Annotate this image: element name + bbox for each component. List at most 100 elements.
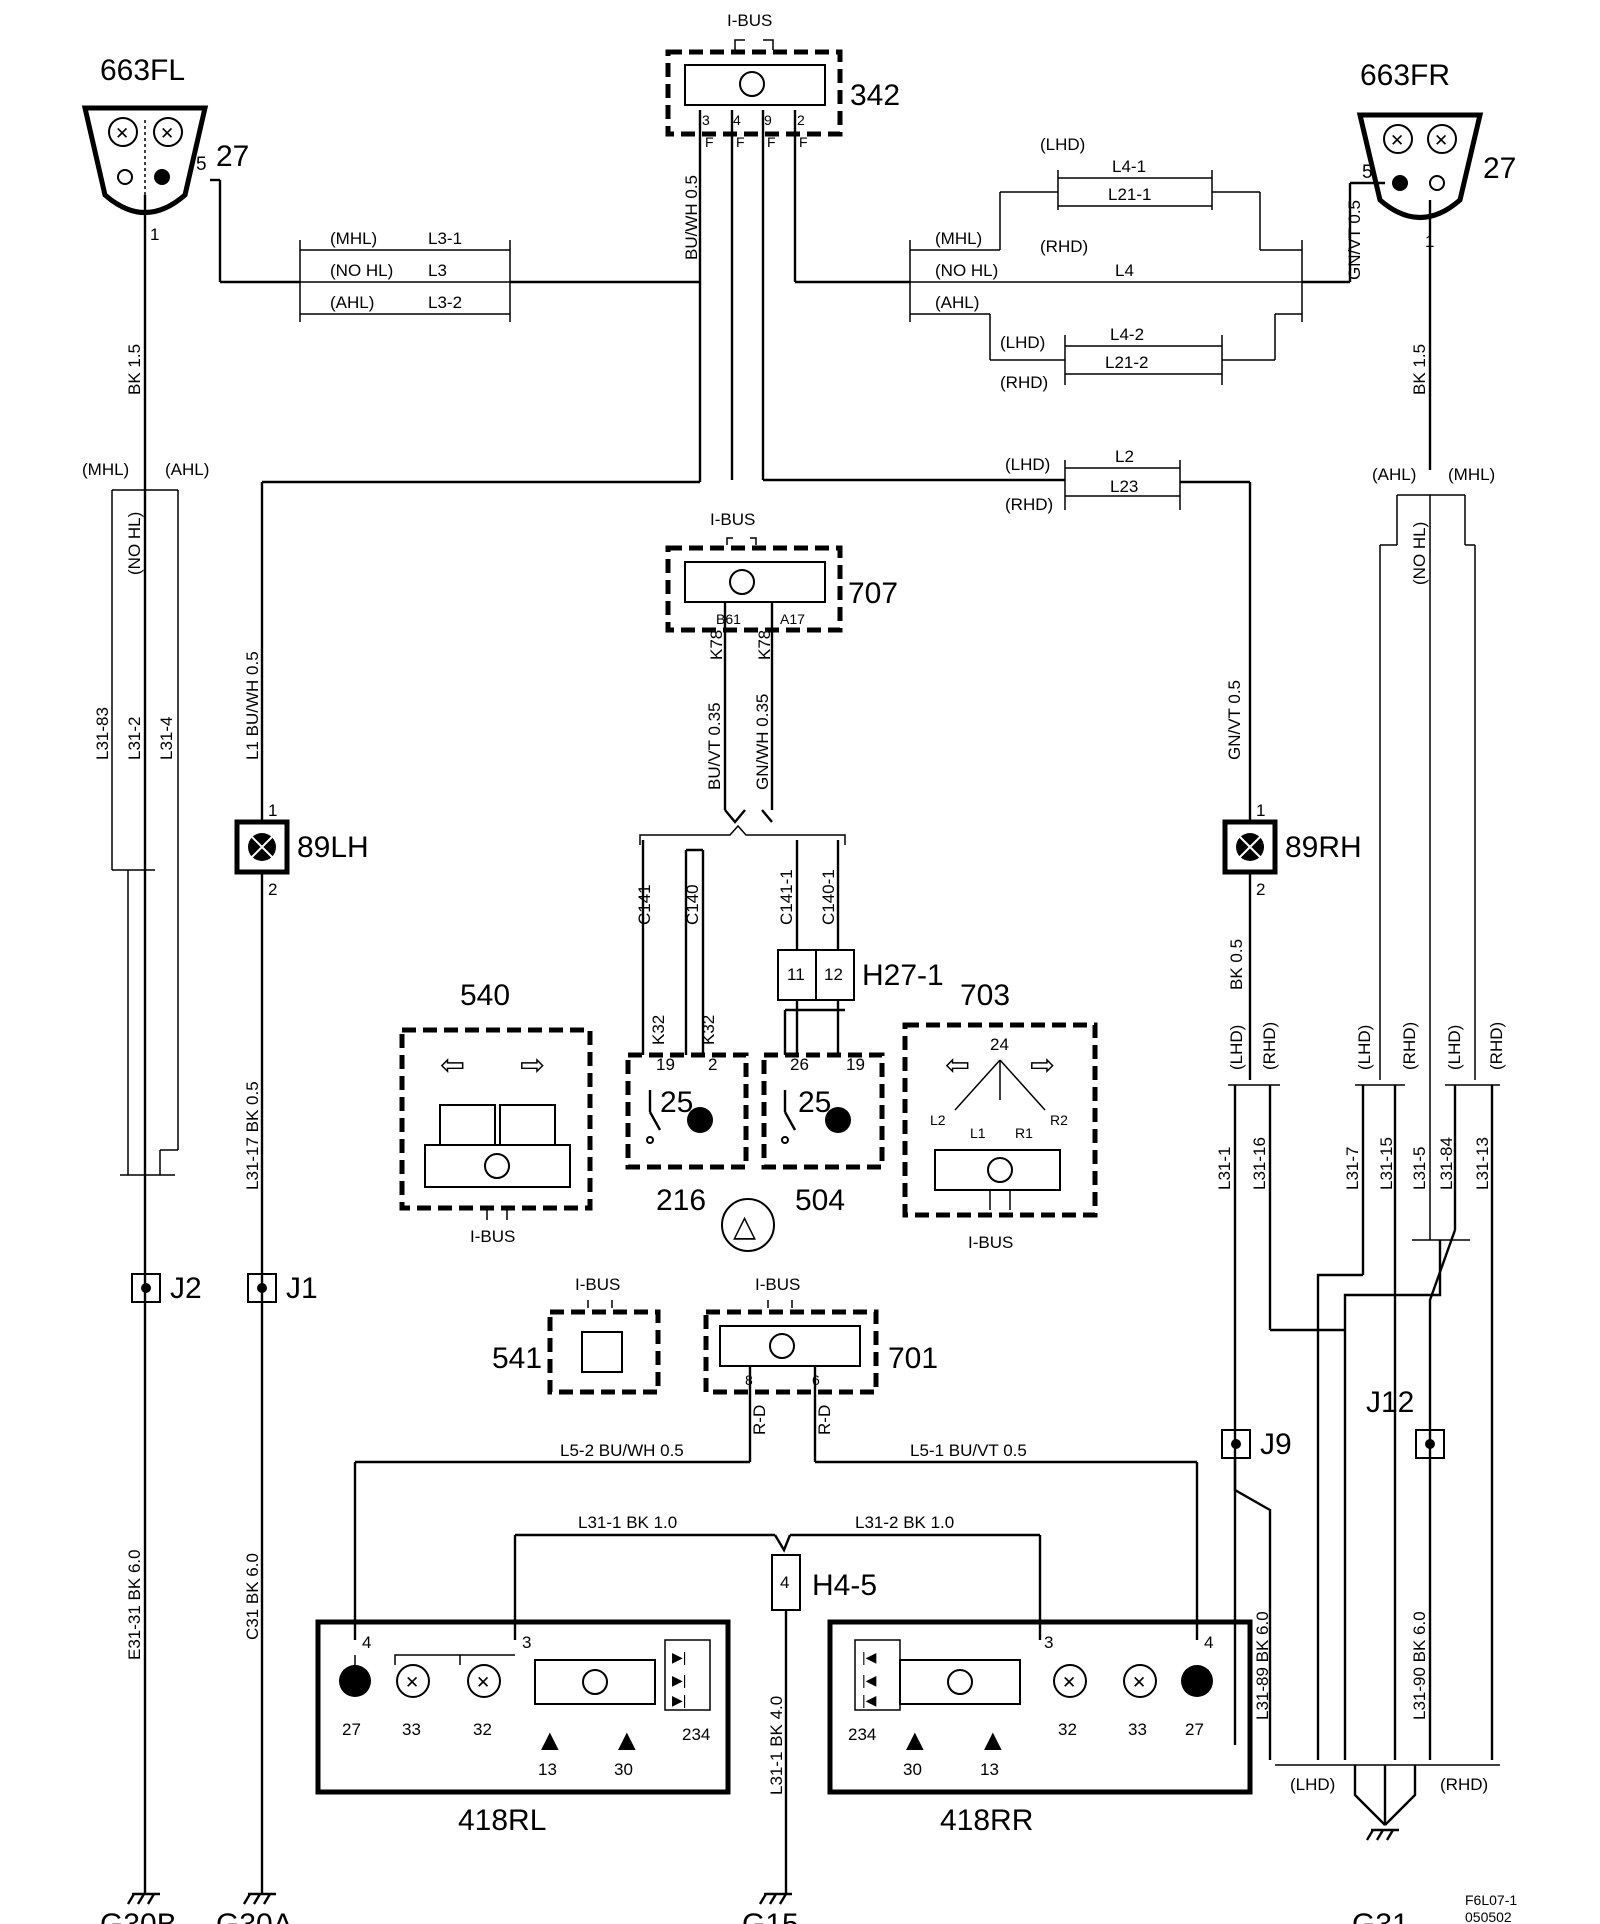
svg-text:(AHL): (AHL)	[330, 293, 374, 312]
label-663fr: 663FR	[1360, 59, 1450, 92]
svg-text:✕: ✕	[1390, 131, 1404, 150]
svg-text:G30A: G30A	[216, 1908, 293, 1924]
svg-text:L3-1: L3-1	[428, 229, 462, 248]
svg-text:(NO HL): (NO HL)	[125, 512, 144, 575]
lamp-418rl: 4 3 ✕ ✕ ▶| ▶| ▶| ▲ ▲ 27 33 32 234 13 30 …	[315, 1619, 731, 1837]
svg-text:24: 24	[990, 1035, 1009, 1054]
module-540: 540 ⇦ ⇨ I-BUS	[399, 979, 593, 1246]
svg-text:418RL: 418RL	[458, 1804, 546, 1837]
svg-text:(AHL): (AHL)	[935, 293, 979, 312]
svg-text:33: 33	[1128, 1720, 1147, 1739]
svg-text:33: 33	[402, 1720, 421, 1739]
svg-text:(RHD): (RHD)	[1440, 1775, 1488, 1794]
svg-text:H27-1: H27-1	[862, 959, 944, 992]
svg-text:BU/VT 0.35: BU/VT 0.35	[705, 702, 724, 790]
svg-text:703: 703	[960, 979, 1010, 1012]
svg-text:25: 25	[660, 1086, 693, 1119]
label-663fl: 663FL	[100, 54, 185, 87]
switch-216: 19 2 K32 K32 25 216	[625, 1015, 749, 1217]
svg-text:C31 BK 6.0: C31 BK 6.0	[243, 1553, 262, 1640]
module-541: I-BUS 541	[492, 1275, 661, 1395]
svg-text:L31-1 BK 4.0: L31-1 BK 4.0	[767, 1696, 786, 1795]
svg-text:L31-13: L31-13	[1473, 1137, 1492, 1190]
svg-text:I-BUS: I-BUS	[968, 1233, 1013, 1252]
svg-text:(MHL): (MHL)	[1448, 465, 1495, 484]
svg-text:▶|: ▶|	[672, 1692, 686, 1708]
ground-g30b: G30B	[100, 1892, 177, 1924]
svg-text:(LHD): (LHD)	[1290, 1775, 1335, 1794]
svg-text:⇨: ⇨	[520, 1049, 545, 1082]
svg-text:K32: K32	[699, 1015, 718, 1045]
svg-text:27: 27	[1483, 152, 1516, 185]
svg-text:H4-5: H4-5	[812, 1569, 877, 1602]
junction-j1: J1	[247, 1272, 318, 1305]
svg-text:1: 1	[1256, 801, 1265, 820]
svg-text:32: 32	[1058, 1720, 1077, 1739]
svg-text:⇨: ⇨	[1030, 1049, 1055, 1082]
svg-text:27: 27	[342, 1720, 361, 1739]
svg-text:L31-7: L31-7	[1343, 1147, 1362, 1190]
svg-text:(LHD): (LHD)	[1355, 1025, 1374, 1070]
svg-text:C140-1: C140-1	[819, 869, 838, 925]
svg-text:5: 5	[1362, 162, 1373, 183]
svg-text:L31-2 BK 1.0: L31-2 BK 1.0	[855, 1513, 954, 1532]
svg-text:13: 13	[980, 1760, 999, 1779]
svg-text:2: 2	[797, 112, 805, 128]
svg-text:L4: L4	[1115, 261, 1134, 280]
svg-text:C141-1: C141-1	[777, 869, 796, 925]
svg-text:89RH: 89RH	[1285, 831, 1362, 864]
svg-text:701: 701	[888, 1342, 938, 1375]
svg-text:L4-2: L4-2	[1110, 325, 1144, 344]
junction-j12: J12	[1366, 1386, 1445, 1459]
svg-text:L31-90 BK 6.0: L31-90 BK 6.0	[1410, 1611, 1429, 1720]
svg-text:I-BUS: I-BUS	[755, 1275, 800, 1294]
ground-g30a: G30A	[216, 1892, 293, 1924]
svg-text:3: 3	[1044, 1633, 1053, 1652]
svg-text:L31-84: L31-84	[1437, 1137, 1456, 1190]
svg-text:9: 9	[764, 112, 772, 128]
svg-text:541: 541	[492, 1342, 542, 1375]
svg-text:F: F	[799, 134, 808, 150]
svg-text:(RHD): (RHD)	[1400, 1022, 1419, 1070]
svg-text:27: 27	[1185, 1720, 1204, 1739]
svg-text:342: 342	[850, 79, 900, 112]
svg-text:⇦: ⇦	[945, 1049, 970, 1082]
svg-text:K32: K32	[649, 1015, 668, 1045]
svg-text:L1: L1	[970, 1125, 986, 1141]
switch-504: 26 19 25 504	[761, 1052, 885, 1217]
svg-text:R-D: R-D	[750, 1405, 769, 1435]
svg-text:J12: J12	[1366, 1386, 1414, 1419]
svg-text:✕: ✕	[1434, 131, 1448, 150]
svg-text:L5-1 BU/VT 0.5: L5-1 BU/VT 0.5	[910, 1441, 1027, 1460]
svg-text:(NO HL): (NO HL)	[935, 261, 998, 280]
svg-text:△: △	[733, 1210, 756, 1243]
junction-j2: J2	[131, 1272, 202, 1305]
svg-text:L31-5: L31-5	[1410, 1147, 1429, 1190]
svg-text:F6L07-1: F6L07-1	[1465, 1892, 1517, 1908]
svg-text:R-D: R-D	[815, 1405, 834, 1435]
svg-text:R1: R1	[1015, 1125, 1033, 1141]
svg-text:89LH: 89LH	[297, 831, 369, 864]
svg-text:(LHD): (LHD)	[1005, 455, 1050, 474]
svg-text:(RHD): (RHD)	[1260, 1022, 1279, 1070]
svg-text:K78: K78	[755, 630, 774, 660]
svg-text:13: 13	[538, 1760, 557, 1779]
svg-text:27: 27	[216, 140, 249, 173]
svg-text:L5-2 BU/WH 0.5: L5-2 BU/WH 0.5	[560, 1441, 684, 1460]
module-342: I-BUS 342 3 4 9 2 F F F F	[665, 11, 900, 150]
svg-text:L21-2: L21-2	[1105, 353, 1148, 372]
svg-text:(NO HL): (NO HL)	[1410, 522, 1429, 585]
svg-text:BK 1.5: BK 1.5	[125, 344, 144, 395]
svg-text:J2: J2	[170, 1272, 202, 1305]
svg-text:L3-2: L3-2	[428, 293, 462, 312]
svg-text:▲: ▲	[612, 1724, 642, 1757]
svg-text:L31-15: L31-15	[1377, 1137, 1396, 1190]
svg-text:3: 3	[522, 1633, 531, 1652]
svg-text:✕: ✕	[1062, 1673, 1076, 1692]
svg-text:▲: ▲	[535, 1724, 565, 1757]
svg-text:26: 26	[790, 1055, 809, 1074]
svg-text:5: 5	[196, 154, 207, 175]
module-703: 703 24 ⇦ ⇨ L2 L1 R1 R2 I-BUS	[902, 979, 1098, 1252]
svg-text:G15: G15	[742, 1908, 799, 1924]
